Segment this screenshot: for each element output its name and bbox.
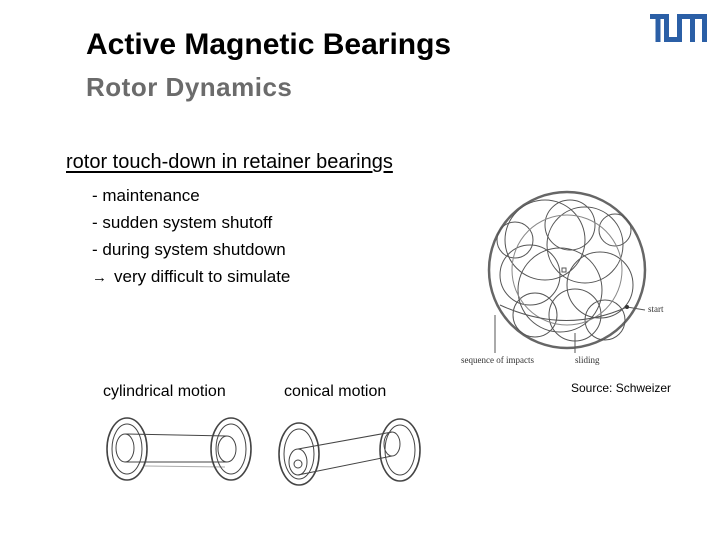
orbit-path [566,251,634,319]
section-heading: rotor touch-down in retainer bearings [66,151,393,173]
left-bearing-ring [106,417,148,481]
orbit-path [499,244,561,306]
orbit-path [584,299,626,341]
cylindrical-motion-figure [106,417,252,481]
conical-caption: conical motion [284,383,387,400]
rotor-shaft-top [297,431,393,450]
left-rotor-end [288,448,308,476]
page-title: Active Magnetic Bearings [86,28,452,61]
orbit-path [546,206,624,284]
conical-motion-figure [278,418,421,486]
sliding-path [499,304,628,321]
left-bearing-inner [283,428,315,480]
orbit-diagram: start sequence of impacts sliding [461,190,664,365]
bullet-item: - during system shutdown [92,240,286,259]
right-bearing-inner [215,423,247,475]
tum-logo [650,14,707,42]
rotor-shaft-top [124,433,228,437]
center-marker [561,267,567,273]
left-rotor-end [115,433,135,463]
orbit-path [517,247,603,333]
retainer-circle [487,190,647,350]
left-rotor-hub [293,459,303,469]
right-rotor-end [383,431,401,457]
bullet-list: - maintenance - sudden system shutoff - … [92,182,290,291]
right-arrow-icon: → [92,269,107,286]
orbit-path [511,214,623,326]
page-subtitle: Rotor Dynamics [86,72,293,102]
right-bearing-inner [384,424,416,476]
right-bearing-ring [210,417,252,481]
start-leader [626,306,646,311]
bullet-item: → very difficult to simulate [92,263,290,291]
right-rotor-end [217,435,237,463]
left-bearing-ring [278,422,320,486]
right-bearing-ring [379,418,421,482]
rotor-shaft-bottom [297,455,393,476]
start-dot [625,305,629,309]
orbit-path [512,292,558,338]
left-bearing-inner [111,423,143,475]
orbit-path [504,199,586,281]
orbit-path [598,213,632,247]
cylindrical-caption: cylindrical motion [103,383,226,400]
start-label: start [648,304,664,314]
bullet-item: - sudden system shutoff [92,213,273,232]
sequence-label: sequence of impacts [461,355,534,365]
bullet-item: - maintenance [92,186,200,205]
orbit-path [544,199,596,251]
orbit-path [496,221,534,259]
sliding-label: sliding [575,355,600,365]
source-caption: Source: Schweizer [571,381,672,395]
shaft-shadow [144,465,226,468]
bullet-text: very difficult to simulate [114,267,291,286]
